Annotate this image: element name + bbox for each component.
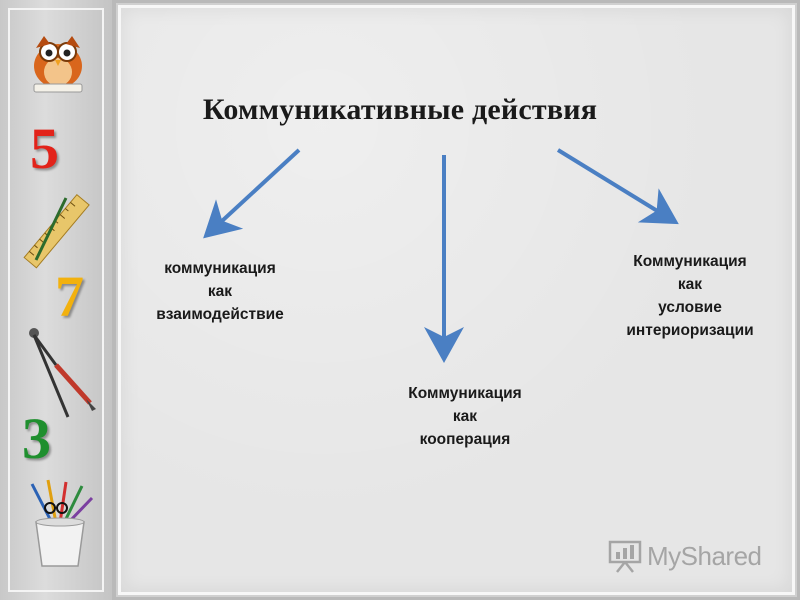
node-right-line-1: Коммуникация [633,253,747,270]
node-right-line-3: условие [658,299,722,316]
presentation-board-icon [608,540,642,573]
arrow-to-left-node [203,148,301,239]
decorative-side-strip: 5 7 3 [0,0,112,600]
diagram-title: Коммуникативные действия [202,93,598,126]
watermark-brand-text: MyShared [647,540,762,571]
node-center-line-1: Коммуникация [408,385,522,402]
pencil-cup-icon [30,479,94,567]
digit-seven: 7 [55,264,84,329]
side-strip-border [8,8,104,592]
node-communication-as-interaction: коммуникация как взаимодействие [140,257,300,326]
node-communication-as-cooperation: Коммуникация как кооперация [385,382,545,451]
digit-three: 3 [22,406,51,471]
node-center-line-2: как [452,408,478,425]
node-communication-as-interiorization: Коммуникация как условие интериоризации [605,250,775,342]
myshared-watermark: MyShared [607,538,762,574]
node-right-line-2: как [677,276,703,293]
node-center-line-3: кооперация [419,431,511,448]
node-left-line-2: как [207,283,233,300]
arrow-to-right-node [556,148,679,225]
node-left-line-1: коммуникация [164,260,276,277]
digit-five: 5 [30,116,59,181]
node-left-line-3: взаимодействие [156,306,284,323]
ruler-icon [23,193,90,269]
node-right-line-4: интериоризации [626,322,754,339]
owl-icon [33,36,83,93]
compass-icon [29,328,96,418]
slide-panel [121,8,792,592]
